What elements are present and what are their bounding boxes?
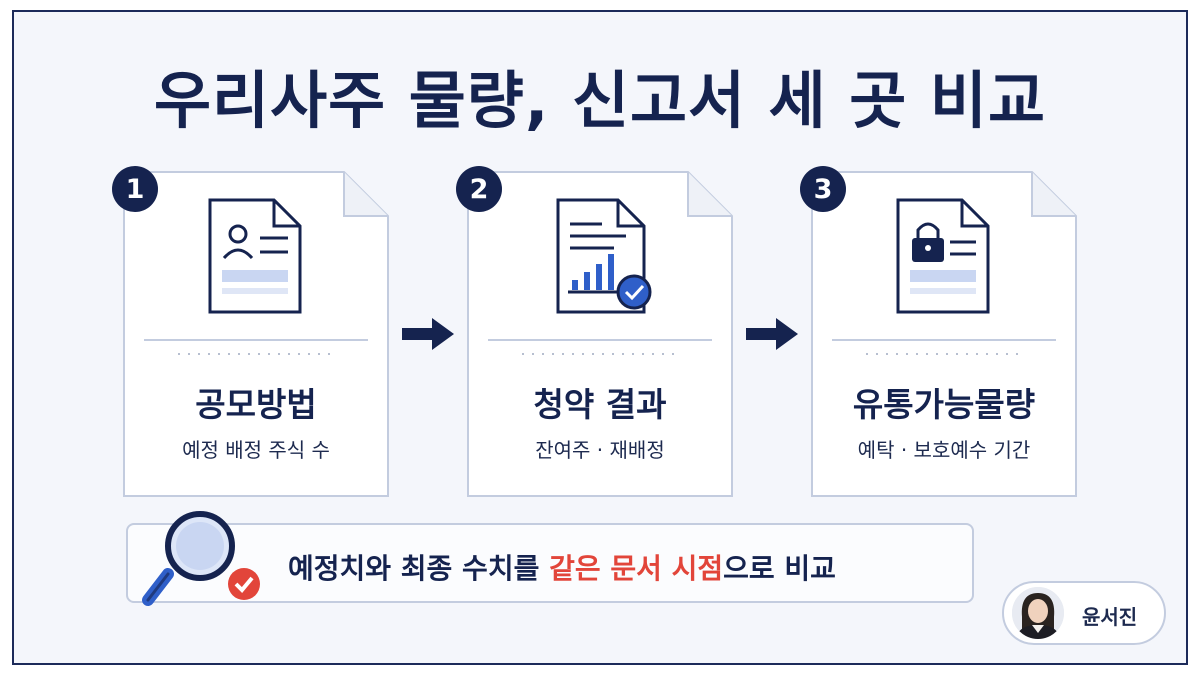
magnifier-check-icon [142,511,260,606]
page-title: 우리사주 물량, 신고서 세 곳 비교 [154,64,1046,137]
step-card-2: 2 청약 결과 잔여주 · 재배정 [456,166,734,498]
banner-text-after: 으로 비교 [723,552,836,585]
card-title: 유통가능물량 [852,385,1036,424]
paper-outline [467,171,733,497]
chart-check-document-icon [556,198,652,314]
card-subtitle: 예탁 · 보호예수 기간 [857,438,1031,462]
presenter-name: 윤서진 [1082,605,1138,629]
banner-highlight: 같은 문서 시점 [549,552,724,585]
card-title: 청약 결과 [533,385,667,424]
banner-text-before: 예정치와 최종 수치를 [288,552,550,585]
arrow-right-icon [746,318,798,350]
step-number-badge: 3 [800,166,846,212]
avatar [1012,587,1064,639]
presenter-portrait [1012,587,1064,639]
person-document-icon [208,198,302,314]
card-subtitle: 예정 배정 주식 수 [182,438,330,462]
step-number-badge: 2 [456,166,502,212]
step-number-badge: 1 [112,166,158,212]
step-card-3: 3 유통가능물량 예탁 · 보호예수 기간 [800,166,1078,498]
step-card-1: 1 공모방법 예정 배정 주식 수 [112,166,390,498]
card-subtitle: 잔여주 · 재배정 [535,438,665,462]
paper-outline [123,171,389,497]
lock-document-icon [896,198,990,314]
arrow-right-icon [402,318,454,350]
paper-outline [811,171,1077,497]
banner-text: 예정치와 최종 수치를 같은 문서 시점으로 비교 [288,547,836,587]
card-title: 공모방법 [195,385,317,424]
presenter-badge: 윤서진 [1002,581,1166,645]
comparison-banner: 예정치와 최종 수치를 같은 문서 시점으로 비교 [126,523,974,603]
